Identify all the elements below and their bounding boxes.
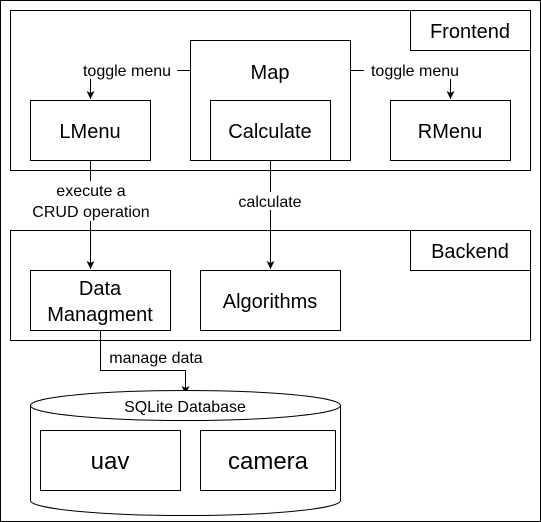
database-label: SQLite Database xyxy=(124,399,246,416)
edge-right-label: toggle menu xyxy=(371,63,459,80)
algorithms-box xyxy=(200,270,341,331)
edge-manage-label-bg xyxy=(103,348,209,366)
calculate-box xyxy=(210,100,331,161)
data-management-label-line1: Data xyxy=(79,278,122,300)
edge-crud-label-line1: execute a xyxy=(56,183,125,200)
calculate-label: Calculate xyxy=(228,121,311,143)
edge-right-label-bg xyxy=(364,61,466,79)
table-uav-box xyxy=(40,430,181,491)
rmenu-box xyxy=(390,100,511,161)
rmenu-label: RMenu xyxy=(418,121,482,143)
edge-calculate-label-bg xyxy=(231,192,309,210)
database-cylinder-rim xyxy=(30,405,341,421)
frontend-label-box xyxy=(410,10,531,51)
table-uav-label: uav xyxy=(91,448,130,475)
edge-crud-label-bg xyxy=(26,181,158,221)
edge-calculate-label: calculate xyxy=(238,194,301,211)
backend-label-box xyxy=(410,230,531,271)
edge-data-to-database xyxy=(100,330,190,394)
frontend-label: Frontend xyxy=(430,21,510,43)
table-camera-box xyxy=(200,430,336,491)
edge-manage-label: manage data xyxy=(109,350,203,367)
lmenu-box xyxy=(30,100,151,161)
table-camera-label: camera xyxy=(228,448,309,475)
edge-left-label-bg xyxy=(77,61,177,79)
backend-label: Backend xyxy=(431,241,509,263)
edge-left-label: toggle menu xyxy=(83,63,171,80)
data-management-box xyxy=(30,270,171,331)
map-label: Map xyxy=(251,62,290,84)
edge-crud-label-line2: CRUD operation xyxy=(32,204,149,221)
data-management-label-line2: Managment xyxy=(47,304,153,326)
algorithms-label: Algorithms xyxy=(223,291,317,313)
lmenu-label: LMenu xyxy=(59,121,120,143)
